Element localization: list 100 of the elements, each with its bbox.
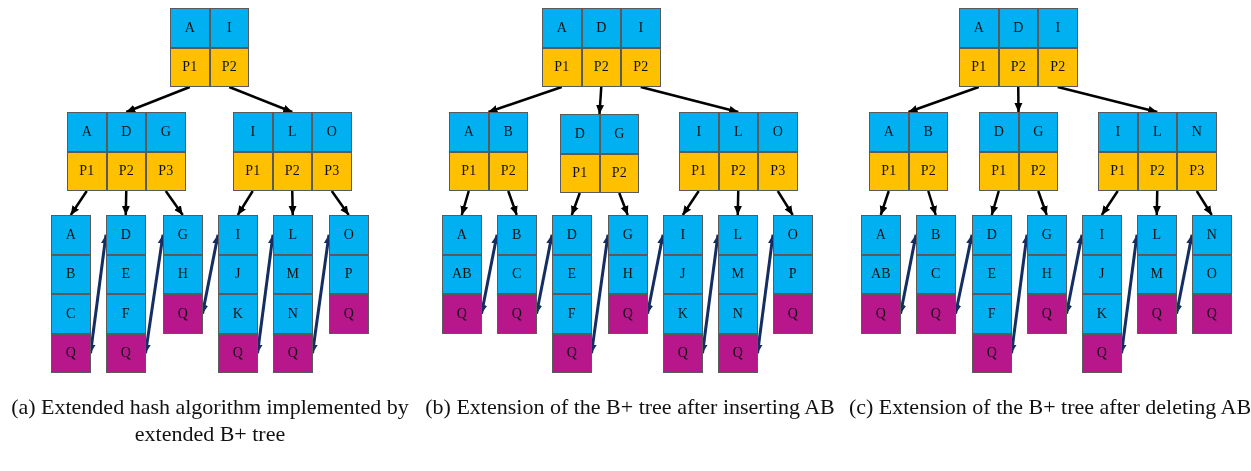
key-slot: E	[106, 254, 146, 294]
pointer-slot: P2	[908, 151, 948, 191]
key-slot: I	[679, 112, 719, 152]
key-slot: B	[497, 215, 537, 255]
pointer-slot: P3	[312, 151, 352, 191]
overflow-slot: Q	[861, 294, 901, 334]
key-slot: I	[663, 215, 703, 255]
key-slot: O	[773, 215, 813, 255]
overflow-slot: Q	[273, 333, 313, 373]
arrow	[1014, 87, 1023, 112]
key-slot: D	[560, 114, 600, 154]
key-slot: K	[1082, 294, 1122, 334]
overflow-slot: Q	[552, 333, 592, 373]
key-slot: L	[1137, 112, 1177, 152]
pointer-slot: P1	[170, 47, 210, 87]
pointer-slot: P2	[272, 151, 312, 191]
arrow	[927, 190, 937, 216]
key-slot: D	[106, 112, 146, 152]
arrow	[879, 190, 890, 216]
pointer-slot: P3	[1177, 151, 1217, 191]
key-slot: O	[312, 112, 352, 152]
arrow	[507, 190, 518, 216]
pointer-slot: P3	[146, 151, 186, 191]
arrow	[1100, 190, 1119, 216]
pointer-slot: P2	[599, 153, 639, 193]
overflow-slot: Q	[1192, 294, 1232, 334]
key-slot: N	[1192, 215, 1232, 255]
pointer-slot: P2	[1137, 151, 1177, 191]
arrow	[640, 85, 739, 114]
key-slot: I	[621, 8, 661, 48]
key-slot: F	[552, 294, 592, 334]
arrow	[1057, 85, 1158, 114]
overflow-slot: Q	[663, 333, 703, 373]
key-slot: B	[916, 215, 956, 255]
key-slot: O	[329, 215, 369, 255]
pointer-slot: P3	[758, 151, 798, 191]
key-slot: N	[1177, 112, 1217, 152]
pointer-slot: P1	[560, 153, 600, 193]
figure-caption: (a) Extended hash algorithm implemented by extended B+ tree	[10, 393, 410, 447]
pointer-slot: P2	[209, 47, 249, 87]
key-slot: H	[1027, 254, 1067, 294]
key-slot: B	[51, 254, 91, 294]
key-slot: K	[218, 294, 258, 334]
pointer-slot: P2	[718, 151, 758, 191]
arrow	[908, 85, 980, 114]
key-slot: B	[908, 112, 948, 152]
key-slot: M	[1137, 254, 1177, 294]
key-slot: A	[869, 112, 909, 152]
overflow-slot: Q	[916, 294, 956, 334]
pointer-slot: P1	[869, 151, 909, 191]
pointer-slot: P1	[979, 151, 1019, 191]
key-slot: A	[51, 215, 91, 255]
key-slot: C	[51, 294, 91, 334]
key-slot: E	[972, 254, 1012, 294]
key-slot: K	[663, 294, 703, 334]
key-slot: AB	[861, 254, 901, 294]
key-slot: P	[773, 254, 813, 294]
overflow-slot: Q	[497, 294, 537, 334]
key-slot: J	[663, 254, 703, 294]
figure-caption: (c) Extension of the B+ tree after deleting AB	[847, 393, 1251, 420]
arrow	[570, 192, 581, 216]
pointer-slot: P2	[106, 151, 146, 191]
arrow	[776, 190, 794, 216]
key-slot: O	[1192, 254, 1232, 294]
key-slot: I	[209, 8, 249, 48]
arrow	[681, 190, 700, 216]
key-slot: G	[1018, 112, 1058, 152]
key-slot: C	[497, 254, 537, 294]
pointer-slot: P2	[1018, 151, 1058, 191]
overflow-slot: Q	[718, 333, 758, 373]
key-slot: M	[718, 254, 758, 294]
key-slot: G	[599, 114, 639, 154]
key-slot: I	[1098, 112, 1138, 152]
key-slot: L	[273, 215, 313, 255]
pointer-slot: P1	[233, 151, 273, 191]
overflow-slot: Q	[1137, 294, 1177, 334]
arrow	[288, 190, 297, 216]
key-slot: F	[972, 294, 1012, 334]
arrow	[488, 85, 563, 114]
key-slot: L	[718, 215, 758, 255]
key-slot: B	[488, 112, 528, 152]
key-slot: H	[608, 254, 648, 294]
key-slot: D	[581, 8, 621, 48]
key-slot: J	[218, 254, 258, 294]
figure-caption: (b) Extension of the B+ tree after inserting AB	[425, 393, 835, 420]
arrow	[460, 190, 470, 216]
key-slot: L	[1137, 215, 1177, 255]
overflow-slot: Q	[1082, 333, 1122, 373]
key-slot: D	[552, 215, 592, 255]
key-slot: M	[273, 254, 313, 294]
key-slot: G	[1027, 215, 1067, 255]
overflow-slot: Q	[329, 294, 369, 334]
key-slot: E	[552, 254, 592, 294]
overflow-slot: Q	[1027, 294, 1067, 334]
key-slot: I	[1082, 215, 1122, 255]
arrow	[733, 190, 742, 216]
arrow	[990, 190, 1000, 216]
arrow	[1037, 190, 1048, 216]
key-slot: L	[718, 112, 758, 152]
pointer-slot: P2	[1038, 47, 1078, 87]
